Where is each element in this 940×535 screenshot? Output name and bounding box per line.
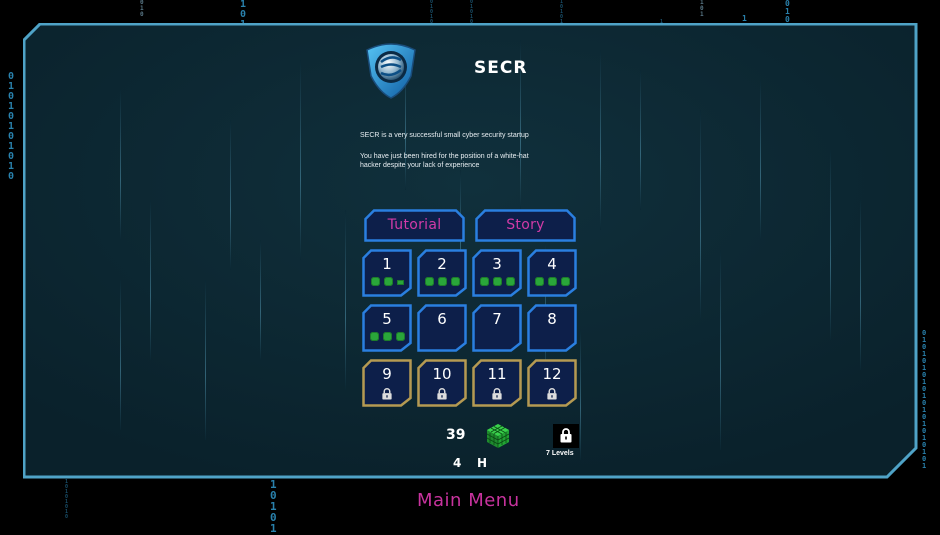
level-tile-8[interactable]: 8: [527, 304, 577, 352]
tutorial-label: Tutorial: [387, 217, 442, 233]
description-line-3: hacker despite your lack of experience: [360, 162, 480, 169]
padlock-icon: [491, 388, 503, 400]
locked-levels-label: 7 Levels: [546, 450, 574, 457]
matrix-rain-column: 0 1 0: [140, 0, 144, 18]
matrix-rain-column: 1 0 1: [700, 0, 704, 18]
level-number: 7: [492, 310, 502, 328]
green-cube-icon: [492, 277, 502, 286]
level-number: 5: [382, 310, 392, 328]
description-line-2: You have just been hired for the positio…: [360, 153, 529, 160]
green-cube-icon: [382, 332, 392, 341]
green-cube-icon: [369, 332, 379, 341]
level-tile-4[interactable]: 4: [527, 249, 577, 297]
level-tile-6[interactable]: 6: [417, 304, 467, 352]
level-tile-5[interactable]: 5: [362, 304, 412, 352]
level-tile-3[interactable]: 3: [472, 249, 522, 297]
green-cube-icon: [370, 277, 380, 286]
green-cube-icon: [395, 332, 405, 341]
cube-rating: [527, 277, 577, 286]
level-tile-12[interactable]: 12: [527, 359, 577, 407]
level-tile-2[interactable]: 2: [417, 249, 467, 297]
cube-rating: [362, 332, 412, 341]
green-cube-icon: [486, 423, 510, 449]
tutorial-button[interactable]: Tutorial: [364, 209, 465, 242]
green-cube-icon: [424, 277, 434, 286]
padlock-icon: [553, 424, 579, 448]
green-cube-icon: [396, 280, 404, 285]
level-number: 4: [547, 255, 557, 273]
matrix-rain-column: 0 1 0 1 0 1 0 1 0 1 0 1 0 1 0 1 0 1 0 1: [922, 329, 927, 470]
description-line-1: SECR is a very successful small cyber se…: [360, 132, 529, 139]
padlock-icon: [436, 388, 448, 400]
level-tile-1[interactable]: 1: [362, 249, 412, 297]
green-cube-icon: [560, 277, 570, 286]
level-number: 6: [437, 310, 447, 328]
level-number: 2: [437, 255, 447, 273]
level-number: 11: [487, 365, 507, 383]
hints-label: H: [477, 456, 488, 470]
story-label: Story: [506, 217, 545, 233]
story-button[interactable]: Story: [475, 209, 576, 242]
green-cube-icon: [383, 277, 393, 286]
level-tile-9[interactable]: 9: [362, 359, 412, 407]
padlock-icon: [546, 388, 558, 400]
shield-s-emblem-icon: [363, 40, 419, 100]
green-cube-icon: [505, 277, 515, 286]
hints-count: 4: [453, 456, 462, 470]
level-number: 10: [432, 365, 452, 383]
game-title: SECR: [474, 58, 528, 78]
level-tile-11[interactable]: 11: [472, 359, 522, 407]
level-select-panel: [23, 23, 918, 479]
green-cube-icon: [450, 277, 460, 286]
level-number: 12: [542, 365, 562, 383]
green-cube-icon: [534, 277, 544, 286]
cube-rating: [417, 277, 467, 286]
level-tile-7[interactable]: 7: [472, 304, 522, 352]
level-tile-10[interactable]: 10: [417, 359, 467, 407]
green-cube-icon: [479, 277, 489, 286]
green-cube-icon: [437, 277, 447, 286]
level-number: 3: [492, 255, 502, 273]
cube-rating: [472, 277, 522, 286]
padlock-icon: [381, 388, 393, 400]
matrix-rain-column: 0 1 0 1 0 1 0 1 0 1 0: [8, 71, 15, 182]
level-number: 1: [382, 255, 392, 273]
main-menu-button[interactable]: Main Menu: [417, 490, 520, 511]
level-number: 9: [382, 365, 392, 383]
matrix-rain-column: 1 0 1 0 1 0 1 0: [65, 479, 69, 520]
cubes-count: 39: [446, 427, 466, 443]
cube-rating: [362, 277, 412, 286]
level-number: 8: [547, 310, 557, 328]
green-cube-icon: [547, 277, 557, 286]
